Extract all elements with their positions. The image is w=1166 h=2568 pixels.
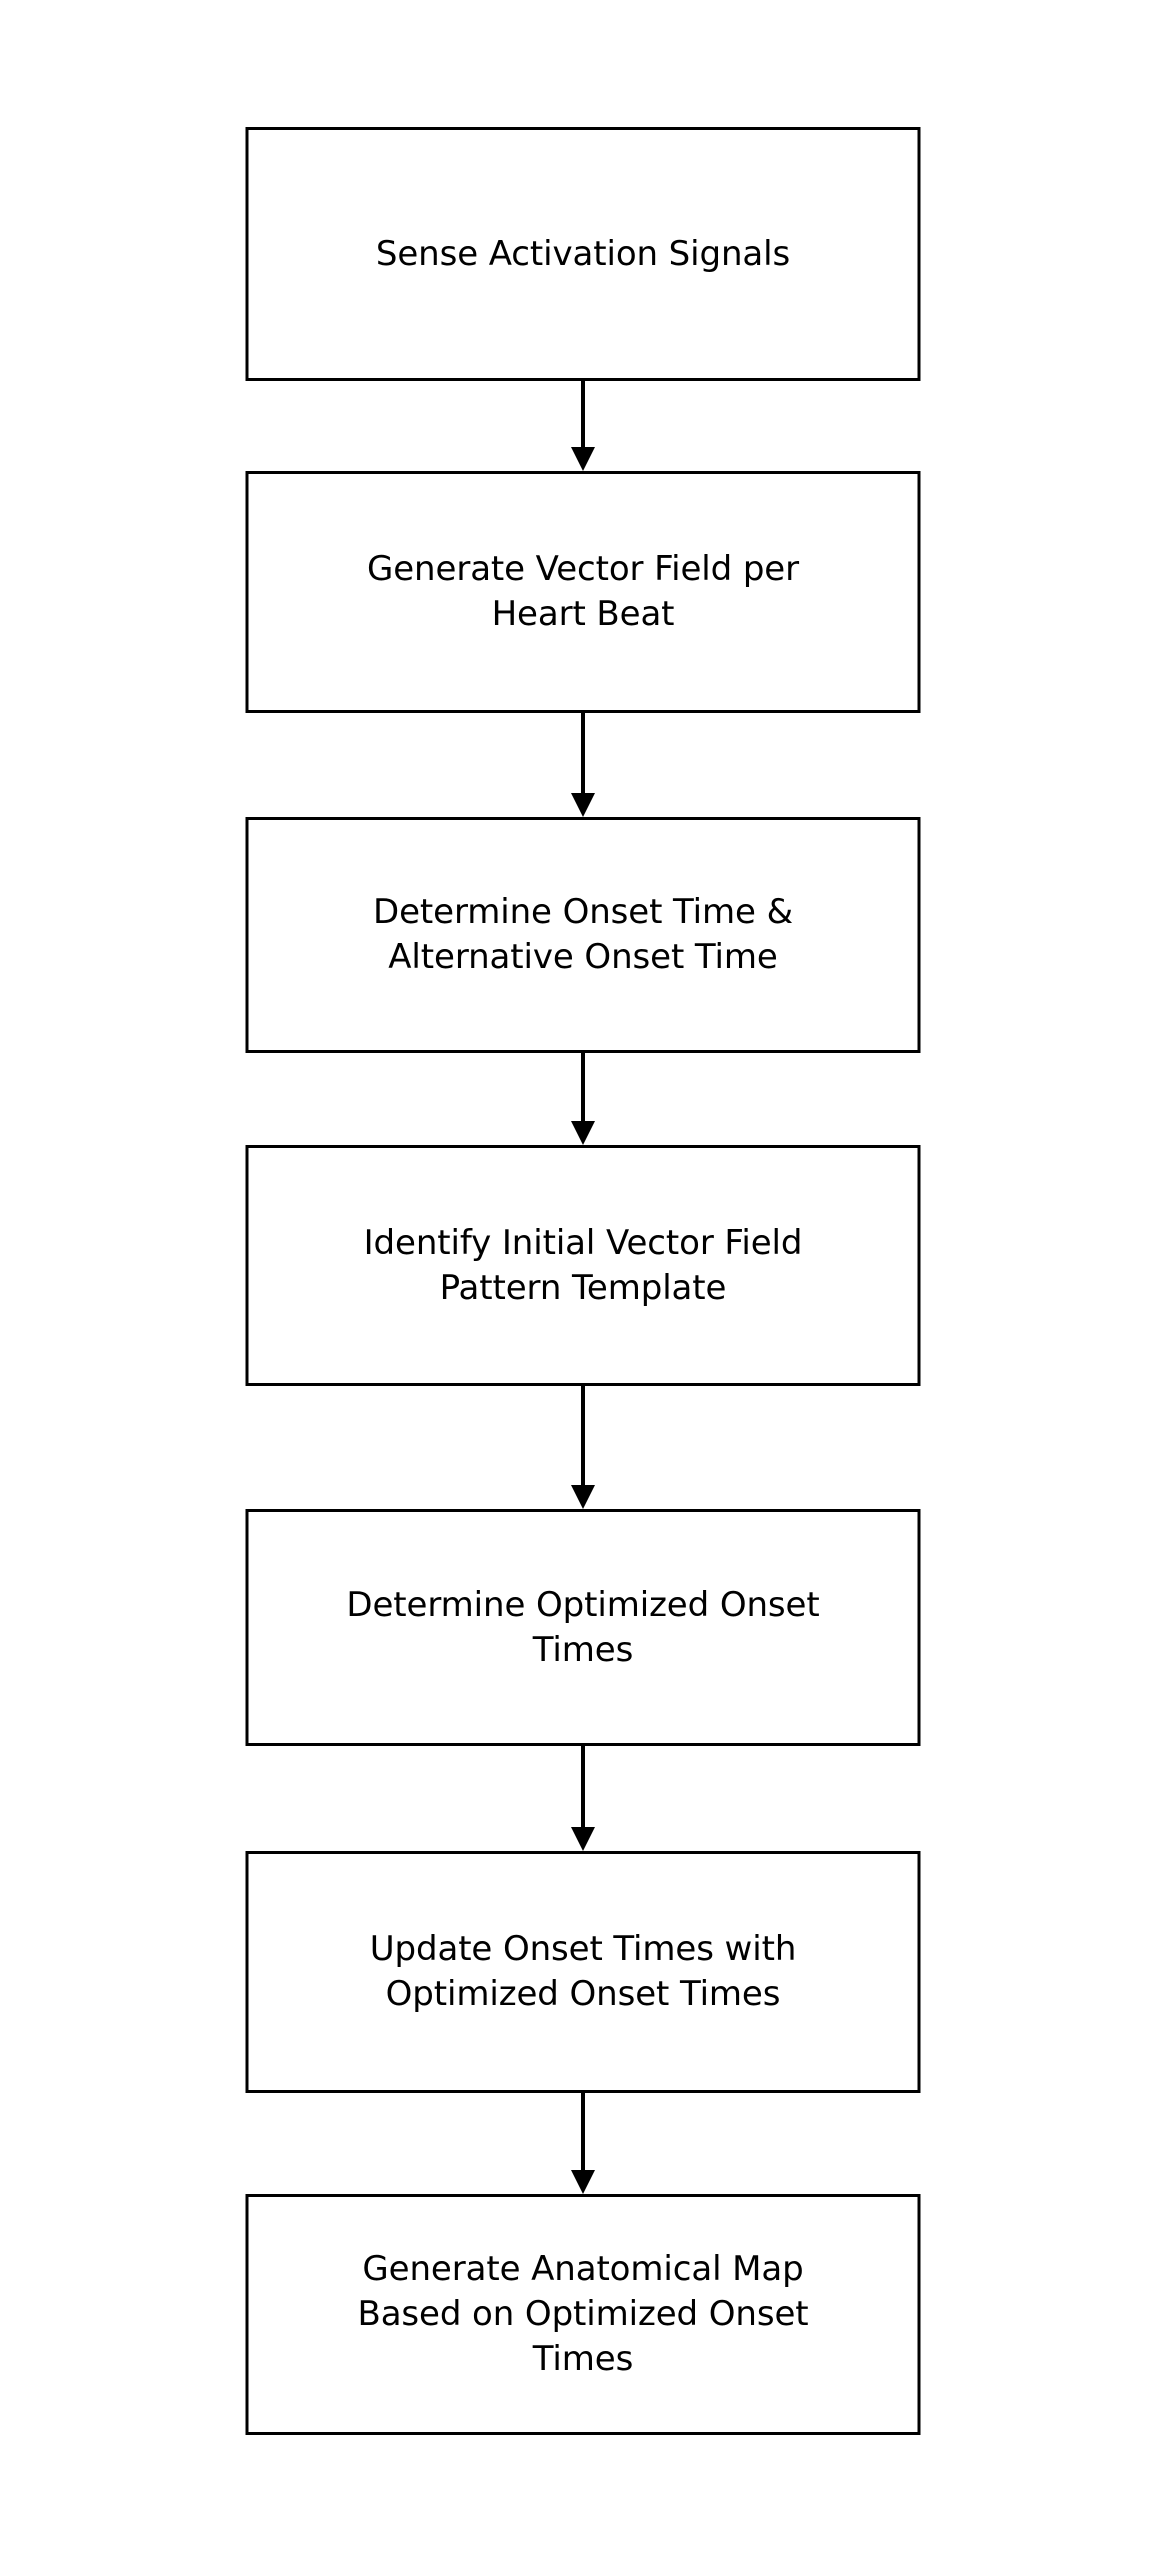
flow-connector-arrow-down bbox=[563, 713, 603, 817]
flow-node-label: Generate Anatomical Map Based on Optimiz… bbox=[357, 2249, 809, 2379]
flow-node-sense-activation-signals[interactable]: Sense Activation Signals bbox=[245, 127, 921, 381]
flow-node-generate-anatomical-map[interactable]: Generate Anatomical Map Based on Optimiz… bbox=[245, 2194, 921, 2435]
flow-connector-arrow-down bbox=[563, 1746, 603, 1851]
flow-connector-arrow-down bbox=[563, 2093, 603, 2194]
flow-connector-arrow-down bbox=[563, 1053, 603, 1145]
flow-node-label: Sense Activation Signals bbox=[375, 233, 791, 274]
flow-node-label: Identify Initial Vector Field Pattern Te… bbox=[363, 1222, 803, 1308]
flow-node-label: Determine Optimized Onset Times bbox=[346, 1584, 820, 1670]
flow-connector-arrow-down bbox=[563, 381, 603, 471]
flow-node-label: Generate Vector Field per Heart Beat bbox=[366, 549, 799, 634]
flow-connector-arrow-down bbox=[563, 1386, 603, 1509]
flow-node-label: Update Onset Times with Optimized Onset … bbox=[369, 1929, 797, 2014]
flow-node-determine-onset-time[interactable]: Determine Onset Time & Alternative Onset… bbox=[245, 817, 921, 1053]
flow-node-identify-initial-vector-field-pattern-template[interactable]: Identify Initial Vector Field Pattern Te… bbox=[245, 1145, 921, 1386]
flow-node-determine-optimized-onset-times[interactable]: Determine Optimized Onset Times bbox=[245, 1509, 921, 1746]
flow-node-generate-vector-field[interactable]: Generate Vector Field per Heart Beat bbox=[245, 471, 921, 713]
flow-node-update-onset-times[interactable]: Update Onset Times with Optimized Onset … bbox=[245, 1851, 921, 2093]
flow-node-label: Determine Onset Time & Alternative Onset… bbox=[373, 892, 793, 977]
